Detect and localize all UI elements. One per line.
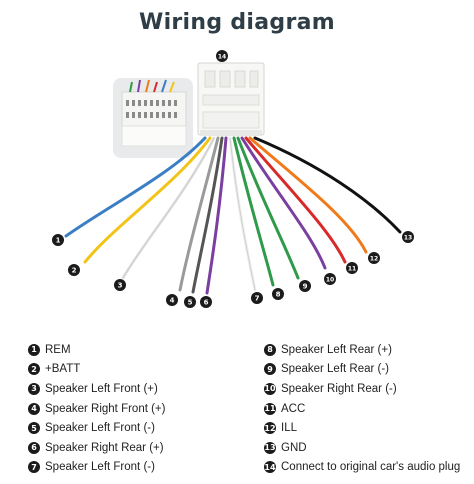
marker-2: 2	[68, 264, 80, 276]
legend-item-13: 13 GND	[264, 438, 469, 458]
legend-item-8: 8 Speaker Left Rear (+)	[264, 340, 469, 360]
legend-label: REM	[45, 343, 71, 356]
legend-number-badge: 4	[28, 402, 40, 415]
legend-label: ILL	[281, 422, 297, 435]
legend-number-badge: 11	[264, 402, 276, 415]
legend-number-badge: 12	[264, 422, 276, 435]
wire-10-speaker-right-rear-minus	[240, 136, 327, 270]
legend-label: Connect to original car's audio plug	[281, 461, 461, 474]
svg-text:5: 5	[188, 299, 193, 307]
svg-text:9: 9	[303, 283, 308, 291]
wire-8-speaker-left-rear-plus	[232, 136, 275, 287]
wire-11-acc	[244, 136, 347, 264]
svg-text:14: 14	[218, 54, 226, 61]
svg-text:3: 3	[118, 282, 123, 290]
marker-4: 4	[166, 294, 178, 306]
svg-text:8: 8	[276, 291, 281, 299]
marker-3: 3	[114, 279, 126, 291]
legend-number-badge: 13	[264, 441, 276, 454]
wiring-harness-diagram: 1 2 3 4 5 6 7 8 9 10 11 12 13 14	[52, 50, 414, 308]
marker-12: 12	[368, 252, 380, 264]
wires	[64, 136, 402, 295]
wire-4-speaker-right-front-plus	[178, 136, 220, 292]
marker-14: 14	[216, 50, 228, 62]
legend-label: +BATT	[45, 363, 81, 376]
legend-label: ACC	[281, 402, 306, 415]
wire-6-speaker-right-rear-plus	[205, 136, 228, 295]
marker-11: 11	[346, 262, 358, 274]
legend-label: Speaker Left Rear (-)	[281, 363, 390, 376]
legend-item-11: 11 ACC	[264, 399, 469, 419]
svg-text:13: 13	[404, 235, 412, 242]
wire-3-outline	[122, 137, 215, 279]
marker-1: 1	[52, 234, 64, 246]
marker-7: 7	[251, 292, 263, 304]
legend-item-9: 9 Speaker Left Rear (-)	[264, 360, 469, 380]
svg-text:12: 12	[370, 256, 378, 263]
legend-item-4: 4 Speaker Right Front (+)	[28, 399, 248, 419]
legend-number-badge: 5	[28, 422, 40, 435]
marker-5: 5	[184, 296, 196, 308]
wire-number-markers: 1 2 3 4 5 6 7 8 9 10 11 12 13 14	[52, 50, 414, 308]
svg-text:2: 2	[72, 267, 77, 275]
legend-item-7: 7 Speaker Left Front (-)	[28, 458, 248, 478]
wire-2-batt	[83, 136, 212, 264]
marker-8: 8	[272, 288, 284, 300]
legend-item-5: 5 Speaker Left Front (-)	[28, 418, 248, 438]
legend-right-column: 8 Speaker Left Rear (+) 9 Speaker Left Rea…	[264, 340, 469, 477]
legend-item-12: 12 ILL	[264, 418, 469, 438]
legend-number-badge: 2	[28, 363, 40, 376]
legend-item-3: 3 Speaker Left Front (+)	[28, 379, 248, 399]
legend-number-badge: 7	[28, 461, 40, 474]
legend-item-14: 14 Connect to original car's audio plug	[264, 458, 469, 478]
wire-9-speaker-left-rear-minus	[236, 136, 300, 280]
svg-text:1: 1	[56, 237, 61, 245]
svg-text:11: 11	[348, 266, 356, 273]
legend-number-badge: 10	[264, 382, 276, 395]
svg-text:10: 10	[326, 277, 334, 284]
audio-plug	[197, 62, 265, 136]
wire-12-ill	[248, 136, 368, 254]
legend-item-6: 6 Speaker Right Rear (+)	[28, 438, 248, 458]
svg-text:6: 6	[204, 299, 209, 307]
wire-1-rem	[64, 136, 207, 238]
legend-label: Speaker Left Front (-)	[45, 461, 155, 474]
legend-number-badge: 1	[28, 343, 40, 356]
marker-6: 6	[200, 296, 212, 308]
legend-label: Speaker Right Rear (+)	[45, 441, 164, 454]
legend-item-2: 2 +BATT	[28, 360, 248, 380]
legend-label: Speaker Left Rear (+)	[281, 343, 392, 356]
legend-number-badge: 9	[264, 363, 276, 376]
connector-photo	[113, 78, 193, 158]
svg-text:4: 4	[170, 297, 175, 305]
legend-number-badge: 6	[28, 441, 40, 454]
legend-label: Speaker Right Front (+)	[45, 402, 166, 415]
legend-number-badge: 3	[28, 382, 40, 395]
wire-7-outline	[229, 137, 256, 291]
legend-label: Speaker Right Rear (-)	[281, 382, 397, 395]
marker-13: 13	[402, 231, 414, 243]
wire-13-gnd	[253, 136, 402, 234]
legend-label: GND	[281, 441, 307, 454]
marker-10: 10	[324, 273, 336, 285]
legend-item-1: 1 REM	[28, 340, 248, 360]
wire-7-speaker-left-front-minus	[228, 136, 257, 292]
legend-label: Speaker Left Front (-)	[45, 422, 155, 435]
marker-9: 9	[299, 280, 311, 292]
legend-item-10: 10 Speaker Right Rear (-)	[264, 379, 469, 399]
svg-text:7: 7	[255, 295, 260, 303]
wire-5-speaker-left-front-minus	[191, 136, 224, 294]
legend-number-badge: 14	[264, 461, 276, 474]
legend-label: Speaker Left Front (+)	[45, 382, 158, 395]
page-title: Wiring diagram	[139, 10, 335, 35]
legend-number-badge: 8	[264, 343, 276, 356]
